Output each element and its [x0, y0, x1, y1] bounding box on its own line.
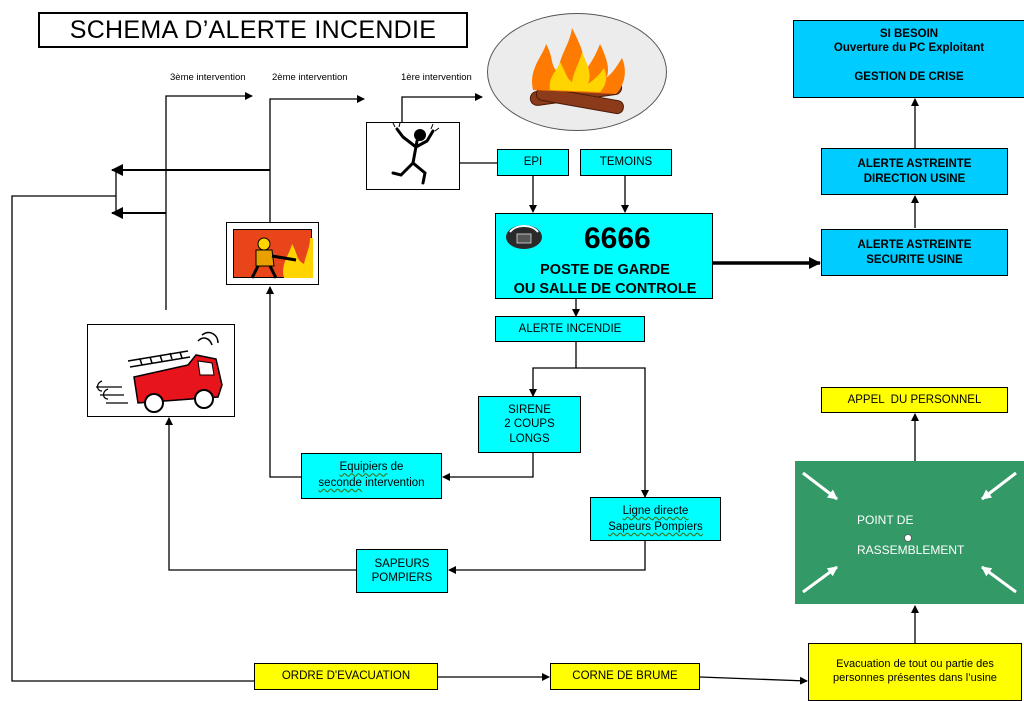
epi-box: EPI — [497, 149, 569, 176]
sirene-box: SIRENE 2 COUPS LONGS — [478, 396, 581, 453]
equipiers-seconde: seconde — [318, 477, 362, 489]
evacuation-label: Evacuation de tout ou partie des personn… — [833, 658, 997, 684]
si-besoin-box: SI BESOIN Ouverture du PC Exploitant GES… — [793, 20, 1024, 98]
fire-truck-picture — [87, 324, 235, 417]
second-intervention-label: 2ème intervention — [272, 72, 348, 83]
ligne-directe-label: Ligne directe Sapeurs Pompiers — [608, 503, 703, 535]
poste-de-garde-box: 6666 POSTE DE GARDE OU SALLE DE CONTROLE — [495, 213, 713, 299]
sapeurs-pompiers-label: SAPEURS POMPIERS — [371, 557, 433, 584]
fire-icon — [529, 28, 625, 115]
ligne-directe-box: Ligne directe Sapeurs Pompiers — [590, 497, 721, 541]
gestion-crise-label: GESTION DE CRISE — [854, 70, 964, 83]
temoins-box: TEMOINS — [580, 149, 672, 176]
evacuation-box: Evacuation de tout ou partie des personn… — [808, 643, 1022, 701]
phone-number: 6666 — [584, 222, 651, 255]
equipiers-box: Equipiers de seconde intervention — [301, 453, 442, 499]
ligne-directe-line2: Sapeurs Pompiers — [608, 521, 703, 533]
firefighter-picture — [226, 222, 319, 285]
epi-label: EPI — [523, 156, 543, 169]
alerte-incendie-label: ALERTE INCENDIE — [518, 322, 622, 335]
sapeurs-pompiers-box: SAPEURS POMPIERS — [356, 549, 448, 593]
alerte-incendie-box: ALERTE INCENDIE — [495, 316, 645, 342]
equipiers-word: Equipiers — [339, 461, 388, 474]
telephone-icon — [504, 222, 544, 252]
panicked-person-icon — [391, 122, 440, 185]
ordre-evacuation-label: ORDRE D'EVACUATION — [281, 670, 411, 683]
fire-picture — [487, 13, 667, 131]
alerte-direction-label: ALERTE ASTREINTE DIRECTION USINE — [857, 158, 972, 185]
diagram-title: SCHEMA D’ALERTE INCENDIE — [38, 12, 468, 48]
corne-brume-label: CORNE DE BRUME — [572, 670, 678, 683]
point-line1: POINT DE — [857, 513, 914, 527]
ligne-directe-line1: Ligne directe — [622, 504, 689, 517]
alerte-securite-label: ALERTE ASTREINTE SECURITE USINE — [857, 239, 972, 266]
alerte-securite-box: ALERTE ASTREINTE SECURITE USINE — [821, 229, 1008, 276]
appel-personnel-label: APPEL DU PERSONNEL — [847, 393, 982, 406]
convergence-arrows — [802, 471, 1017, 594]
sirene-label: SIRENE 2 COUPS LONGS — [504, 403, 555, 445]
diagram-title-text: SCHEMA D’ALERTE INCENDIE — [69, 15, 437, 44]
equipiers-label: Equipiers de seconde intervention — [318, 460, 424, 491]
equipiers-intervention: intervention — [361, 477, 425, 489]
third-intervention-label: 3ème intervention — [170, 72, 246, 83]
fire-truck-icon — [96, 331, 223, 413]
firefighter-icon — [250, 237, 313, 279]
alerte-direction-box: ALERTE ASTREINTE DIRECTION USINE — [821, 148, 1008, 195]
appel-personnel-box: APPEL DU PERSONNEL — [821, 387, 1008, 413]
si-besoin-label: SI BESOIN Ouverture du PC Exploitant — [833, 28, 985, 55]
poste-line2: OU SALLE DE CONTROLE — [513, 281, 697, 297]
point-rassemblement-box: POINT DE RASSEMBLEMENT — [795, 461, 1024, 604]
point-line2: RASSEMBLEMENT — [857, 543, 965, 557]
poste-line1: POSTE DE GARDE — [540, 262, 670, 278]
ordre-evacuation-box: ORDRE D'EVACUATION — [254, 663, 438, 690]
equipiers-de: de — [387, 461, 404, 474]
first-intervention-label: 1ère intervention — [401, 72, 472, 83]
corne-brume-box: CORNE DE BRUME — [550, 663, 700, 690]
temoins-label: TEMOINS — [599, 156, 653, 169]
panicked-person-picture — [366, 122, 460, 190]
